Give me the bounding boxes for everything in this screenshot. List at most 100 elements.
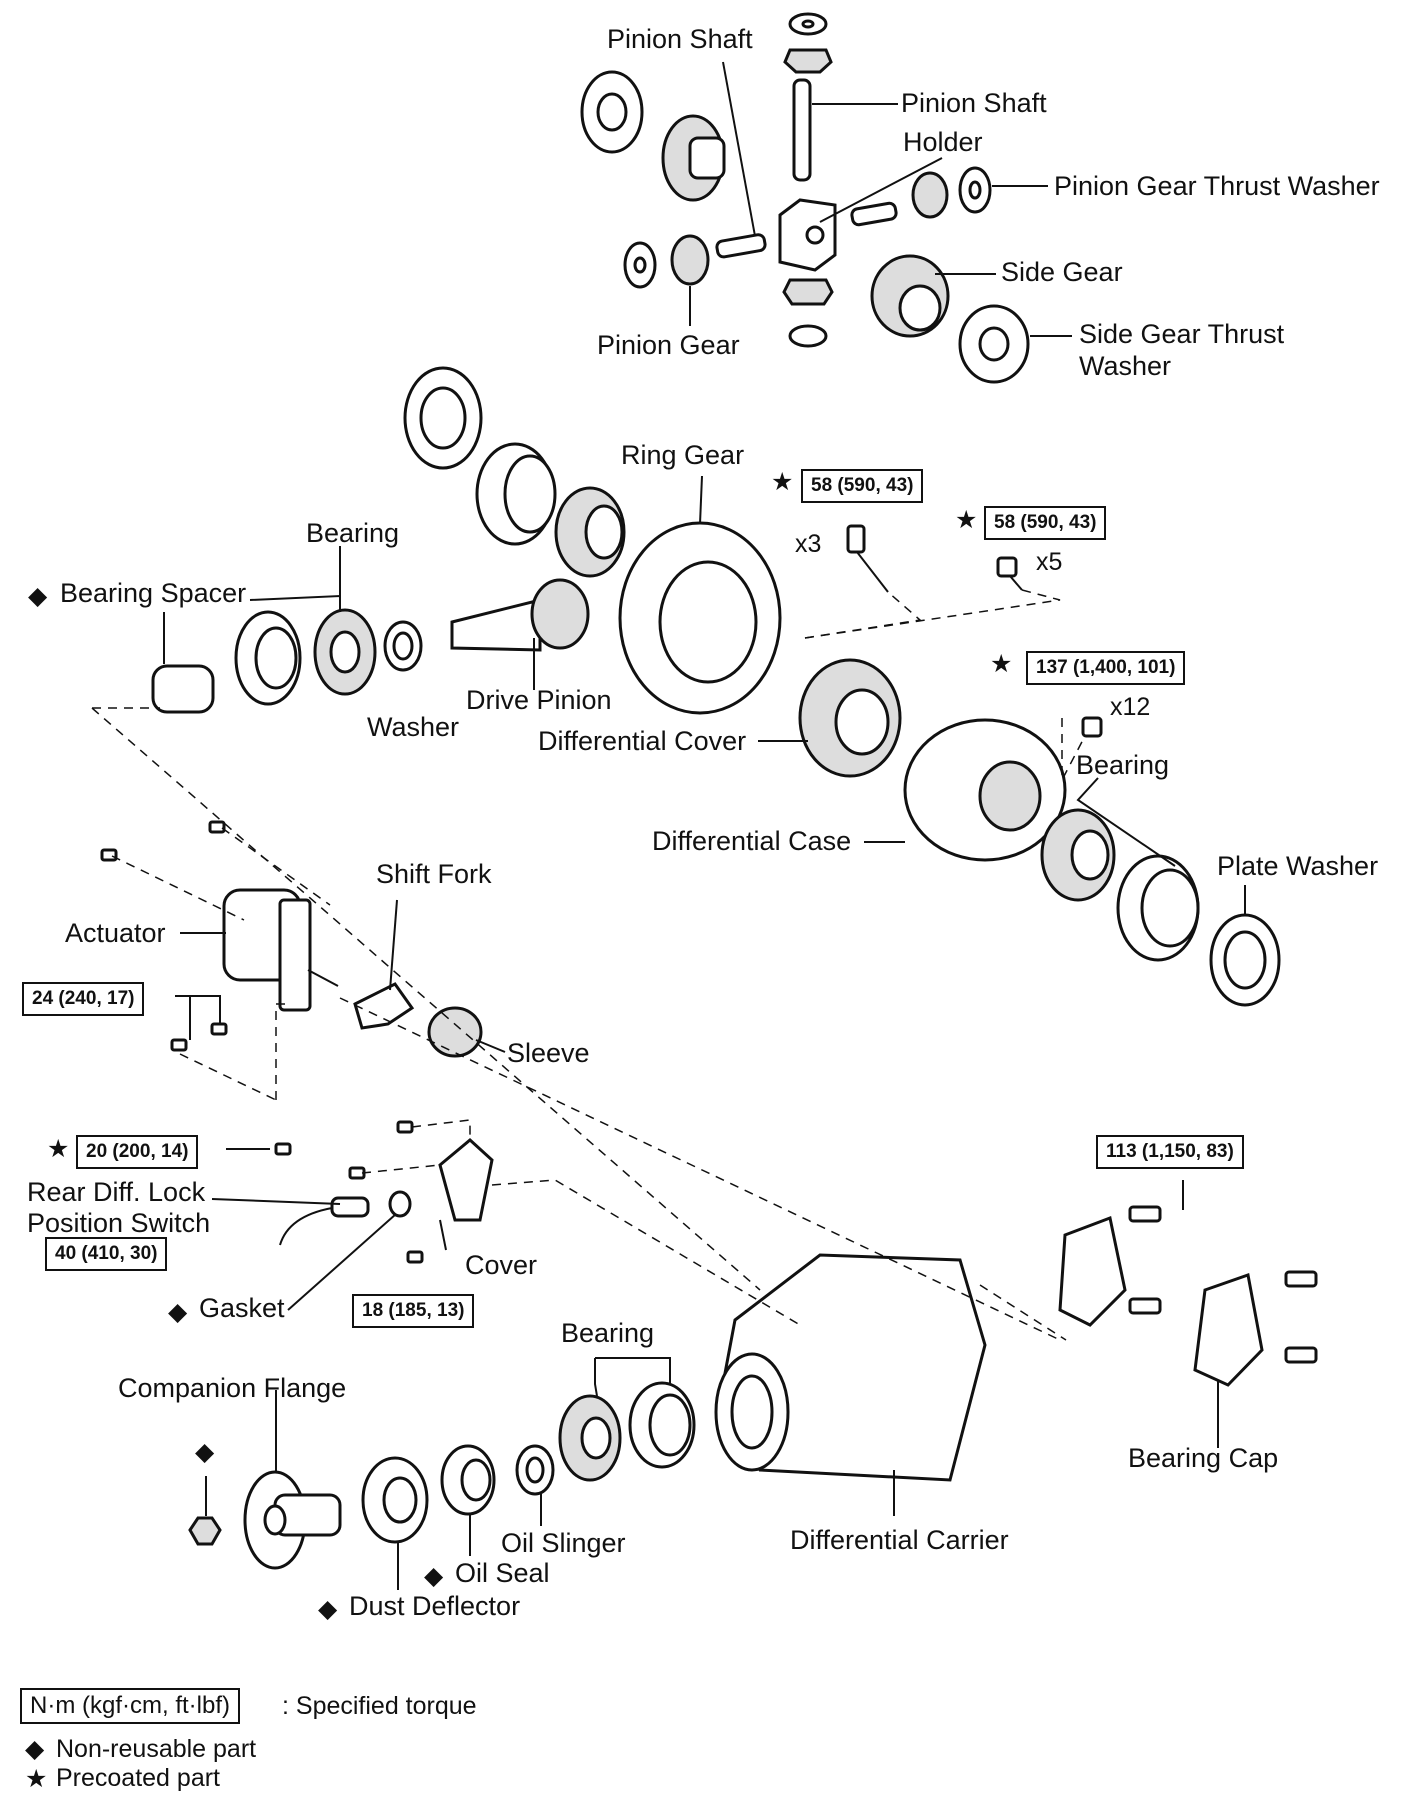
pinion-shaft-vertical-part [792,78,812,182]
bearing-race-right-part [1116,854,1200,962]
cover-part [274,1120,494,1264]
oil-seal-ring-top-part [403,366,483,470]
label-plate-washer: Plate Washer [1217,851,1379,881]
bearing-right-part [1040,808,1116,902]
non-reusable-mark: ◆ [318,1594,338,1623]
precoated-mark: ★ [771,467,794,496]
bearing-race-lower-part [628,1381,696,1469]
count-case-bolt: x12 [1110,693,1151,721]
legend-torque-unit: N·m (kgf·cm, ft·lbf) [20,1688,240,1724]
oil-seal-part [440,1444,496,1516]
label-shift-fork: Shift Fork [376,859,492,889]
case-bolt-part [1081,716,1103,738]
label-washer: Washer [367,712,460,742]
plate-washer-part [1209,913,1281,1007]
actuator-part [100,820,339,1052]
label-side-gear: Side Gear [1001,257,1123,287]
dust-deflector-part [361,1456,429,1544]
precoated-mark: ★ [47,1134,70,1163]
bearing-cap-lower-part [1193,1270,1318,1387]
rear-diff-lock-switch-part [279,1196,370,1246]
gasket-part [388,1190,412,1218]
label-actuator: Actuator [65,918,166,948]
cover-bolt-part [996,556,1023,591]
holder-part [778,198,837,272]
torque-case-bolt: 137 (1,400, 101) [1026,651,1186,685]
differential-case-part [903,718,1067,862]
precoated-mark: ★ [990,649,1013,678]
bearing-spacer-part [151,664,215,714]
pinion-shaft-right-part [850,201,898,227]
pinion-shaft-left-part [715,233,767,259]
label-pinion-gear-thrust-washer: Pinion Gear Thrust Washer [1054,171,1380,201]
assembly-guide-lines [91,589,1086,1341]
side-gear-left-part [661,114,726,202]
label-gasket: Gasket [199,1293,285,1323]
bearing-race-left-part [234,610,302,706]
legend-precoated-mark: ★ [25,1764,48,1793]
label-oil-slinger: Oil Slinger [501,1528,626,1558]
label-side-gear-thrust-washer-1: Side Gear Thrust [1079,319,1285,349]
torque-ring-gear-bolt: 58 (590, 43) [801,469,924,503]
label-dust-deflector: Dust Deflector [349,1591,521,1621]
torque-fork-bolt: 20 (200, 14) [76,1135,199,1169]
non-reusable-mark: ◆ [195,1437,215,1466]
pinion-gear-right-part [911,171,949,219]
legend-torque-desc: : Specified torque [282,1692,477,1720]
side-gear-thrust-washer-part [958,304,1030,384]
torque-cover-small-bolt: 18 (185, 13) [352,1294,475,1328]
side-gear-right-part [870,254,950,338]
label-side-gear-thrust-washer-2: Washer [1079,351,1172,381]
label-bearing-spacer: Bearing Spacer [60,578,247,608]
label-holder: Holder [903,127,983,157]
bearing-left-part [313,608,377,696]
companion-flange-nut-part [188,1516,222,1546]
ring-gear-bolt-part [846,524,889,593]
non-reusable-mark: ◆ [168,1297,188,1326]
label-companion-flange: Companion Flange [118,1373,347,1403]
label-pinion-shaft-side: Pinion Shaft [901,88,1047,118]
label-bearing-right: Bearing [1076,750,1170,780]
label-cover: Cover [465,1250,538,1280]
label-sleeve: Sleeve [507,1038,590,1068]
washer-part [383,620,423,672]
label-differential-carrier: Differential Carrier [790,1525,1009,1555]
companion-flange-part [243,1470,342,1570]
torque-cover-bolt: 58 (590, 43) [984,506,1107,540]
leader-lines [163,61,1246,1590]
legend-non-reusable: Non-reusable part [56,1735,257,1763]
label-bearing-lower: Bearing [561,1318,655,1348]
torque-switch: 40 (410, 30) [45,1237,168,1271]
bearing-lower-part [558,1394,622,1482]
non-reusable-mark: ◆ [28,581,48,610]
pinion-gear-left-part [623,234,710,289]
oil-slinger-part [515,1444,555,1496]
non-reusable-mark: ◆ [424,1561,444,1590]
differential-cover-part [798,658,902,778]
bearing-race-top-part [475,442,557,546]
label-pinion-shaft-upper: Pinion Shaft [607,24,753,54]
pinion-gear-thrust-washer-right-part [958,166,992,214]
torque-actuator-bolt: 24 (240, 17) [22,982,145,1016]
shift-fork-part [353,982,415,1030]
pinion-gear-bottom-part [782,278,834,348]
drive-pinion-part [450,578,590,652]
bearing-top-part [554,486,626,578]
precoated-mark: ★ [955,505,978,534]
label-pinion-gear: Pinion Gear [597,330,740,360]
count-cover-bolt: x5 [1036,548,1063,576]
label-ring-gear: Ring Gear [621,440,745,470]
label-drive-pinion: Drive Pinion [466,685,612,715]
pinion-gear-top-part [783,48,833,74]
pinion-gear-thrust-washer-top-part [788,12,828,36]
label-differential-cover: Differential Cover [538,726,747,756]
label-oil-seal: Oil Seal [455,1558,550,1588]
bearing-cap-upper-part [1058,1205,1162,1327]
sleeve-part [427,1006,483,1058]
label-bearing-top: Bearing [306,518,400,548]
label-rear-diff-lock-1: Rear Diff. Lock [27,1177,206,1207]
torque-bearing-cap-bolt: 113 (1,150, 83) [1096,1135,1244,1169]
legend-precoated: Precoated part [56,1764,220,1792]
